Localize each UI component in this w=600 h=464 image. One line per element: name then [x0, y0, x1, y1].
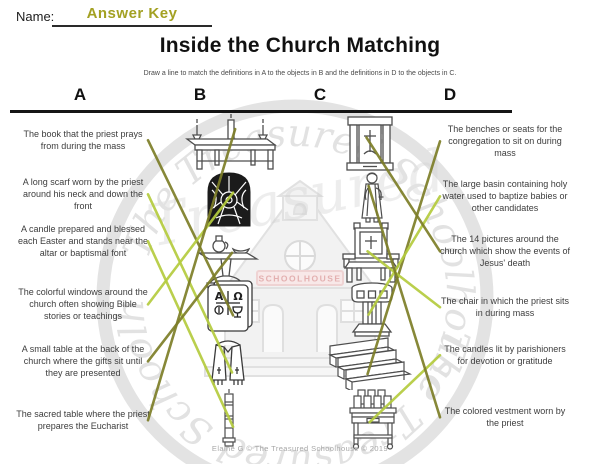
definition-d-vestment: The colored vestment worn by the priest [444, 406, 566, 429]
name-label: Name: [16, 9, 55, 24]
column-header-a: A [73, 85, 87, 104]
baptismal-font-icon [349, 280, 395, 338]
header-rule [10, 110, 512, 113]
instructions-text: Draw a line to match the definitions in … [143, 70, 457, 77]
column-header-c: C [313, 85, 327, 104]
stained-glass-window-icon [204, 168, 254, 228]
definition-d-baptismal-font: The large basin containing holy water us… [442, 179, 568, 214]
presider-chair-icon [341, 222, 401, 286]
column-header-b: B [193, 85, 207, 104]
definition-d-chair: The chair in which the priest sits in du… [440, 296, 570, 319]
alpha-symbol: A [215, 290, 224, 303]
stole-icon [208, 336, 248, 392]
altar-icon [183, 113, 279, 173]
schoolhouse-icon: SCHOOLHOUSE [204, 179, 396, 377]
definition-a-altar: The sacred table where the priest prepar… [16, 409, 150, 432]
definition-d-votive-candles: The candles lit by parishioners for devo… [444, 344, 566, 367]
definition-d-pews: The benches or seats for the congregatio… [447, 124, 563, 159]
column-header-d: D [443, 85, 457, 104]
page-title: Inside the Church Matching [159, 34, 441, 57]
definition-d-stations: The 14 pictures around the church which … [439, 234, 571, 269]
name-value: Answer Key [86, 5, 178, 22]
stations-of-the-cross-icon [345, 114, 395, 172]
schoolhouse-sign-text: SCHOOLHOUSE [258, 274, 341, 284]
priest-icon [354, 170, 390, 224]
watermark-ring [96, 99, 494, 464]
missal-book-icon: A Ω [202, 278, 256, 336]
votive-candles-icon [347, 388, 399, 450]
pews-icon [322, 336, 420, 390]
paschal-candle-icon [221, 388, 237, 448]
definition-a-credence-table: A small table at the back of the church … [21, 344, 145, 379]
bell-icon [292, 202, 308, 215]
definition-a-stole: A long scarf worn by the priest around h… [22, 177, 144, 212]
schoolhouse-sign [256, 270, 344, 286]
footer-credit: Elaine G © The Treasured Schoolhouse © 2… [211, 444, 389, 453]
definition-a-paschal-candle: A candle prepared and blessed each Easte… [17, 224, 149, 259]
door-icon [316, 303, 338, 352]
omega-symbol: Ω [233, 290, 243, 303]
definition-a-book: The book that the priest prays from duri… [23, 129, 143, 152]
name-underline [52, 25, 212, 27]
door-icon [262, 303, 284, 352]
definition-a-stained-glass: The colorful windows around the church o… [18, 287, 148, 322]
